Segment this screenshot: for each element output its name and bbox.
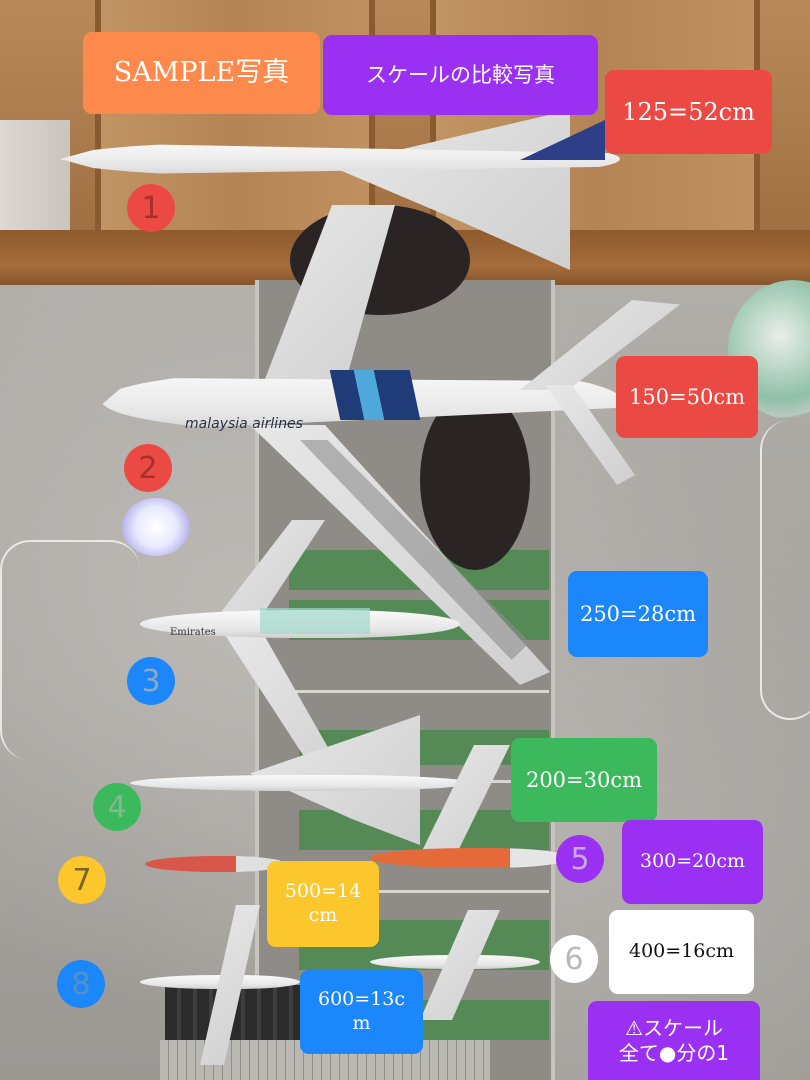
scale-label-text: 150=50cm <box>628 384 746 409</box>
scale-label-text-line1: 600=13c <box>317 988 405 1011</box>
badge-number: 1 <box>141 190 161 226</box>
badge-number: 4 <box>107 789 127 825</box>
scale-label-text: 200=30cm <box>525 767 643 792</box>
scale-label-text: 300=20cm <box>639 850 746 873</box>
led-lamp <box>122 498 190 556</box>
concorde-small-fuselage <box>130 775 470 791</box>
badge-number: 2 <box>138 450 158 486</box>
scale-note-line2: 全て●分の1 <box>618 1040 730 1065</box>
scale-label-6: 400=16cm <box>609 910 754 994</box>
cable <box>760 420 810 720</box>
sample-photo-text: SAMPLE写真 <box>113 57 290 89</box>
cable <box>0 540 140 760</box>
badge-number: 3 <box>141 663 161 699</box>
mat-grass <box>299 810 549 850</box>
orange-plane-fuselage <box>370 848 570 868</box>
scale-label-8: 600=13c m <box>300 970 423 1054</box>
scale-comparison-title: スケールの比較写真 <box>323 35 598 115</box>
display-stand <box>420 390 530 570</box>
scale-label-4: 200=30cm <box>511 738 657 822</box>
scale-label-text-line2: m <box>352 1012 371 1034</box>
model-number-badge-1: 1 <box>127 184 175 232</box>
malaysia-airline-text: malaysia airlines <box>185 416 303 432</box>
scale-label-text: 125=52cm <box>622 98 755 126</box>
scale-label-3: 250=28cm <box>568 571 708 657</box>
scale-note-line1: ⚠スケール <box>625 1015 723 1040</box>
scale-label-5: 300=20cm <box>622 820 763 904</box>
malaysia-livery-stripe <box>329 370 421 420</box>
badge-number: 5 <box>570 841 590 877</box>
scale-label-1: 125=52cm <box>605 70 772 154</box>
runway-line <box>279 690 549 693</box>
scale-label-2: 150=50cm <box>616 356 758 438</box>
model-number-badge-8: 8 <box>57 960 105 1008</box>
red-plane-fuselage <box>145 856 285 872</box>
model-number-badge-2: 2 <box>124 444 172 492</box>
badge-number: 6 <box>564 941 584 977</box>
scale-label-text-line1: 500=14 <box>284 880 362 903</box>
white-wall <box>0 120 70 250</box>
model-number-badge-4: 4 <box>93 783 141 831</box>
scale-label-text: 400=16cm <box>628 940 735 963</box>
sample-photo-label: SAMPLE写真 <box>83 32 320 114</box>
emirates-airline-text: Emirates <box>170 627 216 638</box>
model-number-badge-7: 7 <box>58 856 106 904</box>
scale-label-text: 250=28cm <box>579 601 697 626</box>
badge-number: 7 <box>72 862 92 898</box>
scale-comparison-text: スケールの比較写真 <box>366 62 555 87</box>
badge-number: 8 <box>71 966 91 1002</box>
model-number-badge-6: 6 <box>550 935 598 983</box>
scale-label-7: 500=14 cm <box>267 861 379 947</box>
scale-label-text-line2: cm <box>308 904 338 926</box>
runway-line <box>279 890 549 893</box>
model-number-badge-5: 5 <box>556 835 604 883</box>
scale-note: ⚠スケール 全て●分の1 <box>588 1001 760 1080</box>
model-number-badge-3: 3 <box>127 657 175 705</box>
emirates-livery <box>260 608 370 634</box>
